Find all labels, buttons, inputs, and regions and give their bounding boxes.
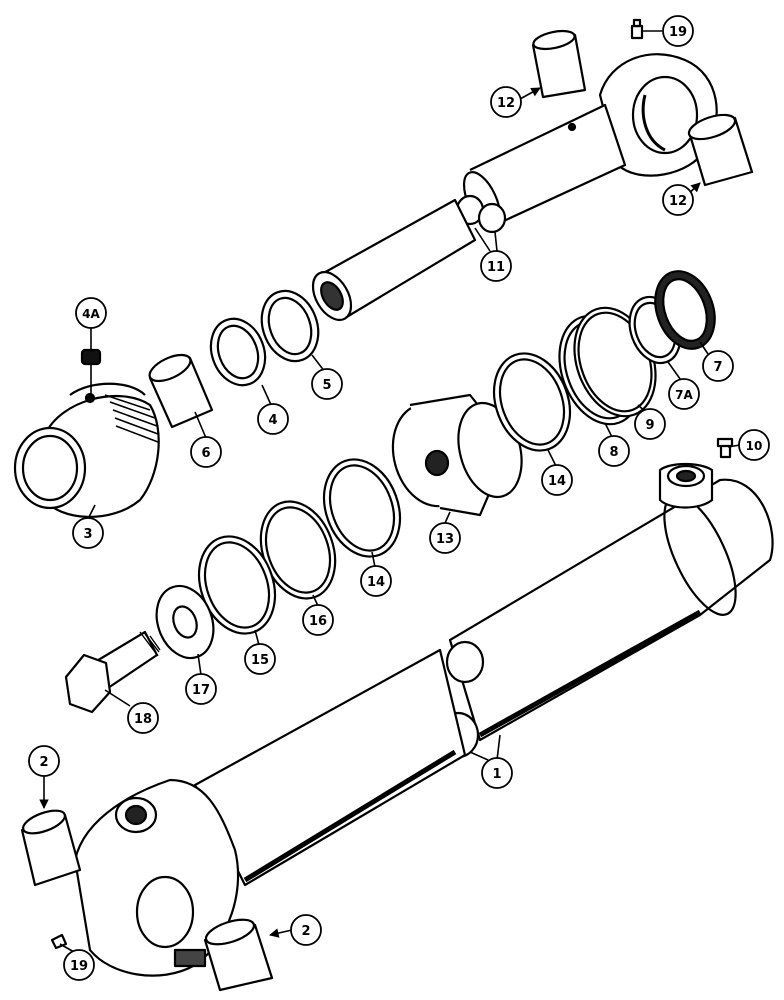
gland-ring-5: [260, 289, 320, 363]
callout-7: 7: [702, 350, 734, 382]
svg-text:2: 2: [301, 924, 310, 939]
callout-7a: 7A: [668, 378, 700, 410]
svg-text:9: 9: [645, 418, 654, 433]
gland-ring-4: [209, 317, 267, 387]
callout-18: 18: [127, 702, 159, 734]
wiper-seal-7: [654, 270, 716, 350]
callout-11: 11: [480, 250, 512, 282]
svg-text:10: 10: [746, 439, 763, 453]
svg-text:7A: 7A: [675, 388, 693, 402]
svg-text:14: 14: [367, 575, 385, 590]
piston-seal-14-lower: [322, 458, 402, 558]
callout-8: 8: [598, 435, 630, 467]
callout-3: 3: [72, 517, 104, 549]
piston-seal-14-upper: [492, 352, 572, 452]
seal-ring-16: [259, 500, 337, 600]
callout-14-upper: 14: [541, 464, 573, 496]
callout-19-top: 19: [662, 15, 694, 47]
leader-lines: [39, 30, 741, 953]
grease-fitting-10: [716, 437, 734, 459]
callout-19-bottom: 19: [63, 949, 95, 981]
svg-text:19: 19: [669, 25, 687, 40]
callout-9: 9: [634, 408, 666, 440]
callout-13: 13: [429, 522, 461, 554]
svg-text:4A: 4A: [82, 307, 100, 321]
callout-4: 4: [257, 403, 289, 435]
svg-text:19: 19: [70, 959, 88, 974]
svg-text:14: 14: [548, 474, 566, 489]
svg-text:12: 12: [497, 96, 515, 111]
svg-text:16: 16: [309, 614, 327, 629]
callout-12-lower: 12: [662, 184, 694, 216]
cylinder-barrel: [73, 462, 774, 977]
cylinder-gland: [13, 382, 160, 519]
callout-2-right: 2: [290, 914, 322, 946]
svg-text:7: 7: [713, 360, 722, 375]
piston-bolt-18: [64, 630, 161, 714]
eye-bushing-upper: [531, 29, 587, 99]
callout-4a: 4A: [75, 297, 107, 329]
callout-2-top: 2: [28, 745, 60, 777]
svg-text:4: 4: [268, 413, 277, 428]
callout-10: 10: [738, 429, 770, 461]
svg-text:1: 1: [492, 767, 501, 782]
callout-14-lower: 14: [360, 565, 392, 597]
callout-6: 6: [190, 436, 222, 468]
svg-text:8: 8: [609, 445, 618, 460]
svg-text:15: 15: [251, 653, 269, 668]
barrel-bushing-left: [20, 809, 82, 887]
callout-17: 17: [185, 673, 217, 705]
svg-text:5: 5: [322, 378, 331, 393]
piston: [391, 393, 523, 517]
svg-text:11: 11: [487, 260, 505, 275]
eye-bushing-lower: [687, 113, 754, 187]
svg-text:2: 2: [39, 755, 48, 770]
callout-16: 16: [302, 604, 334, 636]
svg-text:13: 13: [436, 532, 454, 547]
gland-plug-4a: [80, 348, 102, 366]
callout-12-upper: 12: [490, 86, 522, 118]
piston-rod: [311, 53, 718, 321]
svg-text:12: 12: [669, 194, 687, 209]
svg-text:6: 6: [201, 446, 210, 461]
grease-fitting-top: [630, 18, 644, 40]
svg-text:17: 17: [192, 683, 210, 698]
svg-text:3: 3: [83, 527, 92, 542]
seal-ring-15: [197, 535, 277, 635]
callout-5: 5: [311, 368, 343, 400]
gland-ring-6: [148, 353, 214, 429]
callout-15: 15: [244, 643, 276, 675]
svg-text:18: 18: [134, 712, 152, 727]
barrel-bushing-right: [203, 918, 274, 992]
callout-1: 1: [481, 757, 513, 789]
